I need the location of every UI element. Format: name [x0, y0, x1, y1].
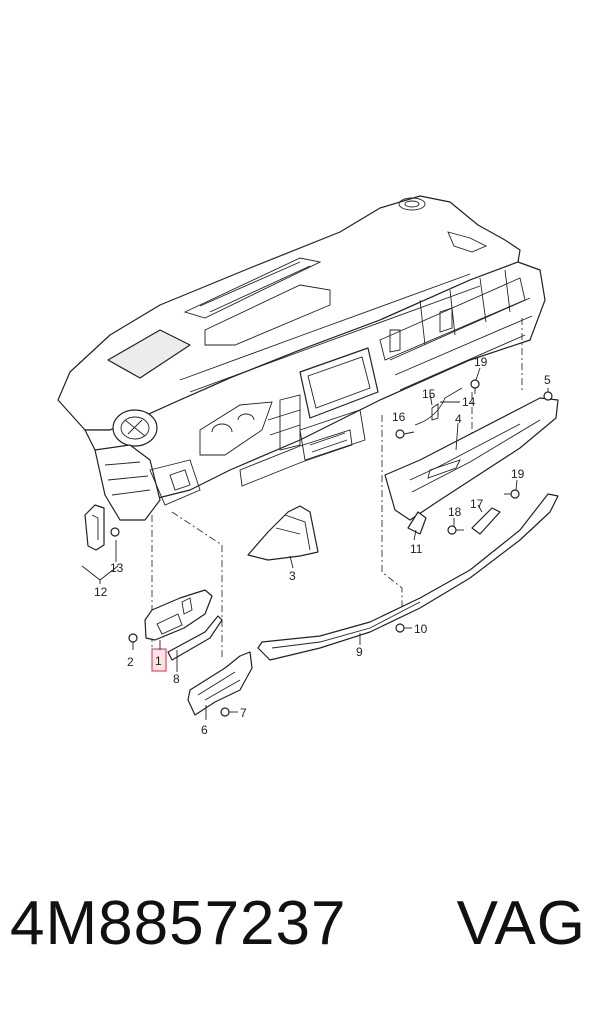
screw-19-lower — [504, 489, 520, 499]
part-3-corner-trim — [247, 505, 319, 561]
callout-13: 13 — [110, 561, 124, 575]
part-1-callout-box — [151, 648, 167, 672]
screw-19-upper — [470, 379, 480, 394]
callout-3: 3 — [289, 569, 296, 583]
callout-6: 6 — [201, 723, 208, 737]
screw-16 — [395, 429, 415, 439]
brand-name: VAG — [456, 889, 586, 958]
part-12-column-cover — [84, 504, 105, 551]
part-17-small-bracket — [471, 507, 501, 535]
callout-12: 12 — [94, 585, 108, 599]
callout-17: 17 — [470, 497, 484, 511]
callout-5: 5 — [544, 373, 551, 387]
callout-1: 1 — [155, 654, 162, 668]
caption-bar: 4M8857237 VAG — [0, 880, 600, 990]
callout-14: 14 — [462, 395, 476, 409]
dashboard-exploded-diagram: 1 2 3 4 5 6 7 8 9 10 11 12 13 14 15 16 1… — [57, 195, 559, 737]
callout-2: 2 — [127, 655, 134, 669]
screw-13 — [110, 527, 120, 537]
callout-9: 9 — [356, 645, 363, 659]
part-number: 4M8857237 — [10, 889, 347, 958]
callout-11: 11 — [410, 542, 423, 556]
callout-19-lower: 19 — [511, 467, 525, 481]
callout-4: 4 — [455, 412, 462, 426]
leader-lines — [81, 367, 549, 720]
part-1-glovebox-lid — [144, 589, 213, 672]
part-4-decor-trim — [384, 397, 559, 521]
callout-7: 7 — [240, 706, 247, 720]
screw-5 — [543, 391, 553, 401]
callout-10: 10 — [414, 622, 428, 636]
screw-10 — [395, 623, 412, 633]
callout-8: 8 — [173, 672, 180, 686]
part-8-strip — [167, 615, 223, 661]
callout-18: 18 — [448, 505, 462, 519]
screw-2 — [128, 633, 138, 650]
screw-7 — [220, 707, 238, 717]
fasteners — [110, 379, 553, 717]
callout-labels: 1 2 3 4 5 6 7 8 9 10 11 12 13 14 15 16 1… — [94, 355, 551, 737]
callout-16: 16 — [392, 410, 406, 424]
callout-15: 15 — [422, 387, 436, 401]
callout-19-upper: 19 — [474, 355, 488, 369]
part-14-wire — [414, 387, 463, 426]
part-9-long-trim — [257, 493, 559, 661]
screw-18 — [447, 525, 464, 535]
part-6-lower-trim — [187, 651, 253, 716]
dashboard-assembly — [57, 195, 546, 521]
